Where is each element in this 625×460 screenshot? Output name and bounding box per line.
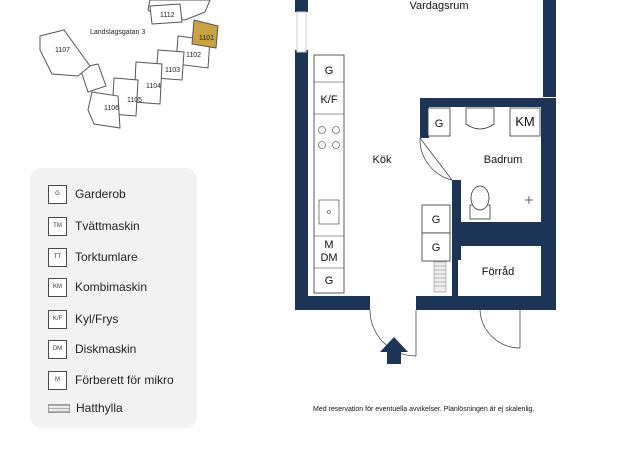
legend-label: Förberett för mikro <box>75 373 174 387</box>
toilet-bowl <box>470 185 490 211</box>
legend-item-torktumlare: TT Torktumlare <box>48 247 138 267</box>
room-label-kitchen: Kök <box>373 154 392 166</box>
site-unit-1107 <box>39 29 91 77</box>
legend-symbol: KM <box>48 277 67 297</box>
site-label-1105: 1105 <box>127 97 142 104</box>
site-street-label: Landslagsgatan 3 <box>90 29 145 36</box>
kitchen-label-dm: DM <box>320 252 337 264</box>
bath-wardrobe <box>427 107 451 137</box>
combi-machine <box>509 107 541 137</box>
kitchen-label-kf: K/F <box>320 94 337 106</box>
room-label-bathroom: Badrum <box>484 154 523 166</box>
hall-wardrobe-2 <box>421 232 451 262</box>
site-unit-1112 <box>149 3 183 25</box>
legend-label: Hatthylla <box>76 401 123 415</box>
room-label-living: Vardagsrum <box>409 0 468 12</box>
entrance-door <box>369 309 417 357</box>
site-label-1112: 1112 <box>160 12 175 19</box>
kitchen-counter <box>313 54 345 294</box>
site-connector <box>79 63 107 93</box>
legend-label: Tvättmaskin <box>75 219 140 233</box>
site-map: 1112 1101 1102 1103 1104 1105 1106 1107 … <box>39 0 219 129</box>
legend-symbol: TT <box>48 247 67 267</box>
legend-item-garderob: G Garderob <box>48 184 126 204</box>
legend-label: Kombimaskin <box>75 280 148 294</box>
site-unit-1101 <box>191 19 219 49</box>
legend-item-kombimaskin: KM Kombimaskin <box>48 277 147 297</box>
kitchen-label-g-bottom: G <box>325 275 334 287</box>
legend-symbol: M <box>48 370 67 390</box>
washbasin <box>465 107 495 130</box>
partition-gray <box>296 11 307 53</box>
hat-shelf <box>433 261 447 293</box>
bath-label-km: KM <box>515 114 535 129</box>
site-label-1104: 1104 <box>146 83 161 90</box>
entrance-arrow-icon <box>380 337 408 364</box>
site-label-1103: 1103 <box>165 67 180 74</box>
legend-label: Kyl/Frys <box>75 312 119 326</box>
site-label-1106: 1106 <box>104 105 119 112</box>
legend-symbol: G <box>48 184 67 204</box>
legend-item-mikro: M Förberett för mikro <box>48 370 174 390</box>
legend: G Garderob TM Tvättmaskin TT Torktumlare… <box>30 168 197 428</box>
legend-label: Torktumlare <box>75 250 138 264</box>
legend-item-kyl-frys: K/F Kyl/Frys <box>48 309 118 329</box>
kitchen-label-g-top: G <box>325 65 334 77</box>
site-label-1102: 1102 <box>186 52 201 59</box>
legend-item-diskmaskin: DM Diskmaskin <box>48 339 136 359</box>
shower-drain <box>525 196 533 204</box>
hall-label-g-1: G <box>432 214 441 226</box>
legend-symbol: DM <box>48 339 67 359</box>
storage-door <box>479 309 521 349</box>
kitchen-label-m: M <box>324 239 333 251</box>
site-unit-1106 <box>87 91 121 129</box>
walls <box>295 0 556 310</box>
legend-label: Garderob <box>75 187 126 201</box>
bath-door <box>419 137 453 181</box>
site-label-1107: 1107 <box>55 47 70 54</box>
site-label-1101: 1101 <box>199 35 214 42</box>
legend-symbol: K/F <box>48 309 67 329</box>
legend-symbol: TM <box>48 216 67 236</box>
hall-label-g-2: G <box>432 242 441 254</box>
hatthylla-icon <box>48 403 70 413</box>
legend-item-tvattmaskin: TM Tvättmaskin <box>48 216 140 236</box>
room-label-storage: Förråd <box>482 266 514 278</box>
bath-label-g: G <box>435 118 444 130</box>
legend-item-hatthylla: Hatthylla <box>48 398 123 418</box>
legend-label: Diskmaskin <box>75 342 137 356</box>
disclaimer: Med reservation för eventuella avvikelse… <box>313 406 535 413</box>
